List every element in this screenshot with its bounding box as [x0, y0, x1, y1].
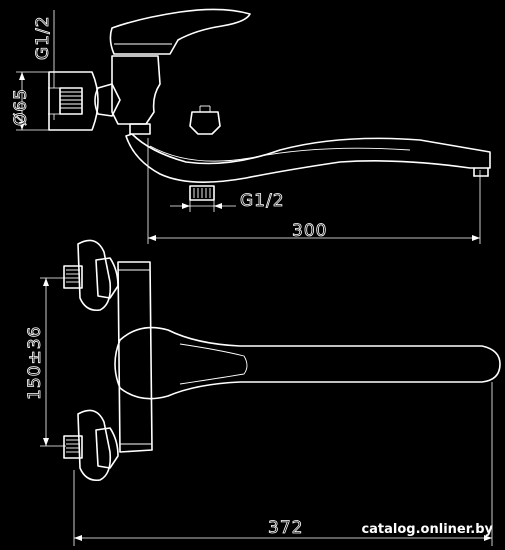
- lower-flange: [77, 409, 112, 482]
- handle-lever: [109, 8, 251, 55]
- mixer-body-front: [117, 261, 153, 453]
- dim-height-left: Ø65: [11, 71, 50, 131]
- flange-thread: [59, 87, 83, 115]
- spout-connector: [129, 123, 151, 135]
- upper-inlet-thread: [63, 265, 83, 289]
- dim-center-distance: 150±36: [25, 277, 66, 447]
- dim-thread-top: G1/2: [33, 10, 62, 120]
- upper-flange: [77, 239, 112, 312]
- thread-top-label: G1/2: [33, 15, 53, 60]
- front-view: [63, 239, 501, 482]
- dim-spout-length: 300: [147, 138, 481, 244]
- mixer-body: [111, 55, 161, 125]
- dim-thread-bottom: G1/2: [170, 191, 285, 212]
- height-left-label: Ø65: [11, 88, 31, 126]
- wall-flange: [48, 71, 99, 131]
- side-view: [48, 8, 491, 201]
- shower-outlet: [189, 185, 215, 201]
- dim-total-length: 372: [73, 382, 493, 546]
- watermark: catalog.onliner.by: [361, 522, 493, 537]
- spout: [125, 133, 491, 183]
- diverter-knob: [189, 111, 221, 135]
- lower-inlet-thread: [63, 435, 83, 459]
- total-length-label: 372: [268, 518, 303, 538]
- spout-length-label: 300: [292, 221, 327, 241]
- center-distance-label: 150±36: [25, 326, 45, 400]
- spout-top-view: [114, 326, 501, 400]
- eccentric-nut: [94, 83, 121, 117]
- thread-bottom-label: G1/2: [240, 191, 285, 211]
